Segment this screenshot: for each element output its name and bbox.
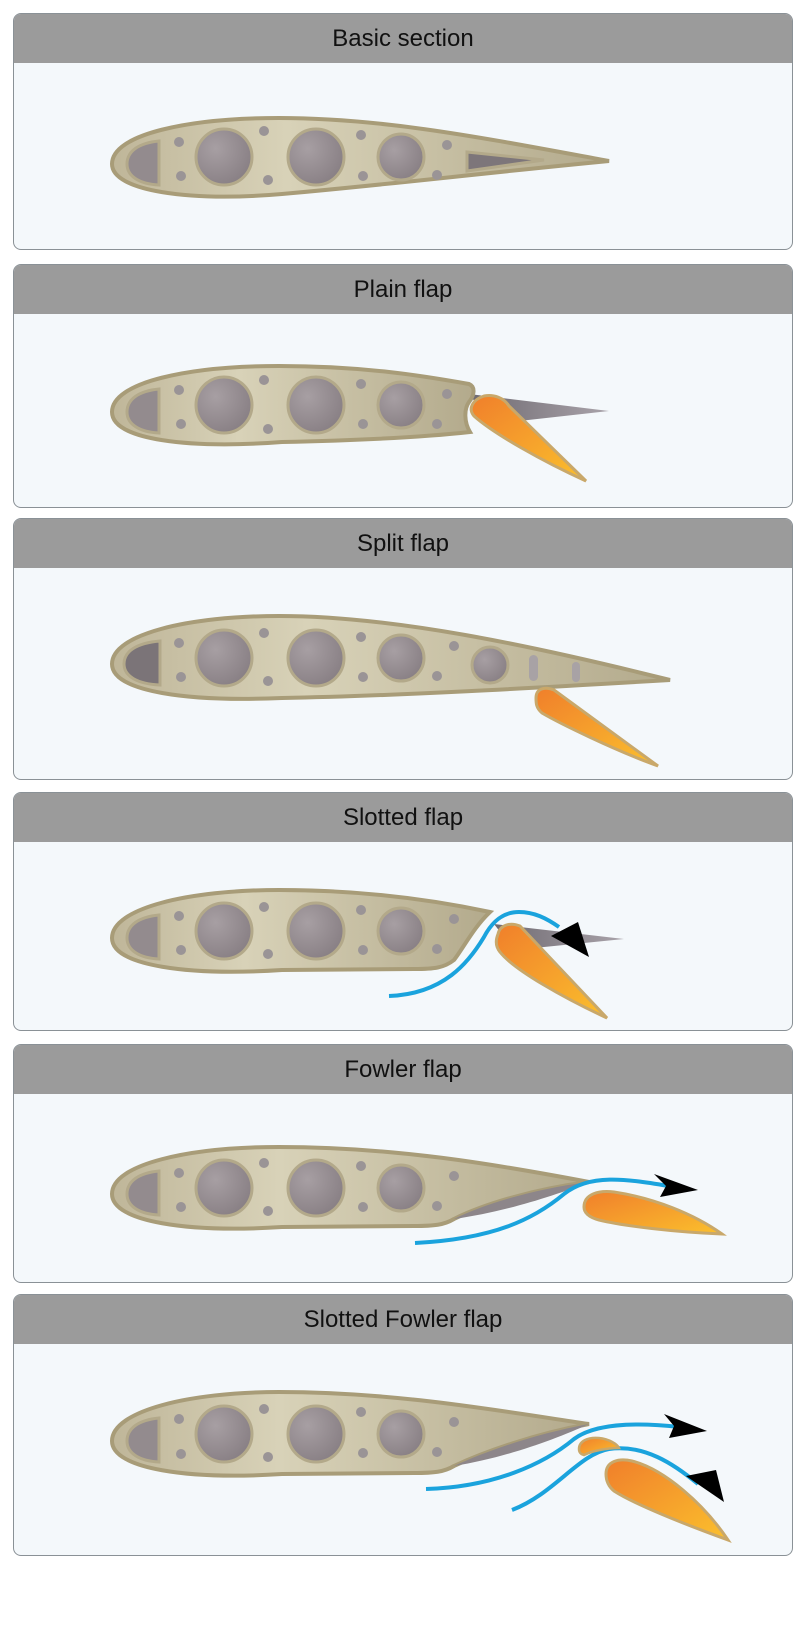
panel-title: Plain flap — [14, 265, 792, 314]
main-flap — [604, 1458, 732, 1543]
airflow-arrow-head — [654, 1174, 698, 1197]
lightening-holes — [125, 901, 426, 961]
deflected-flap — [469, 394, 588, 483]
basic-section-diagram — [109, 115, 610, 199]
rivet-dots — [174, 902, 459, 959]
panel-slotted-flap: Slotted flap — [13, 792, 793, 1031]
airflow-arrow-head-lower — [686, 1470, 724, 1502]
panel-title: Split flap — [14, 519, 792, 568]
lightening-holes — [122, 628, 580, 688]
panel-title: Basic section — [14, 14, 792, 63]
airflow-line — [388, 909, 561, 998]
vane-flap — [577, 1436, 622, 1457]
lightening-holes — [125, 375, 426, 435]
rivet-dots — [174, 628, 459, 686]
panel-plain-flap: Plain flap — [13, 264, 793, 508]
lightening-holes — [125, 1404, 426, 1464]
slotted-flap — [494, 922, 609, 1020]
airflow-line — [414, 1177, 675, 1245]
panel-title: Fowler flap — [14, 1045, 792, 1094]
split-flap — [534, 686, 659, 768]
panel-title: Slotted Fowler flap — [14, 1295, 792, 1344]
rivet-dots — [174, 1404, 459, 1462]
rivet-dots — [174, 126, 452, 185]
airflow-arrow-head-upper — [664, 1414, 707, 1438]
fowler-flap — [582, 1190, 727, 1236]
panel-slotted-fowler-flap: Slotted Fowler flap — [13, 1294, 793, 1556]
fowler-flap-diagram — [109, 1144, 727, 1245]
panel-title: Slotted flap — [14, 793, 792, 842]
lightening-holes — [125, 1158, 426, 1218]
slotted-flap-diagram — [109, 887, 624, 1020]
plain-flap-diagram — [109, 363, 609, 483]
slotted-fowler-flap-diagram — [109, 1389, 732, 1543]
split-flap-diagram — [109, 613, 671, 768]
wing-airfoil — [109, 115, 610, 199]
rivet-dots — [174, 375, 452, 434]
rivet-dots — [174, 1158, 459, 1216]
panel-split-flap: Split flap — [13, 518, 793, 780]
lightening-holes — [125, 127, 545, 187]
airflow-line-upper — [425, 1422, 680, 1491]
wing-airfoil — [109, 1389, 590, 1478]
panel-basic-section: Basic section — [13, 13, 793, 250]
wing-airfoil — [109, 1144, 590, 1231]
airflow-arrow-head — [551, 922, 589, 957]
panel-fowler-flap: Fowler flap — [13, 1044, 793, 1283]
